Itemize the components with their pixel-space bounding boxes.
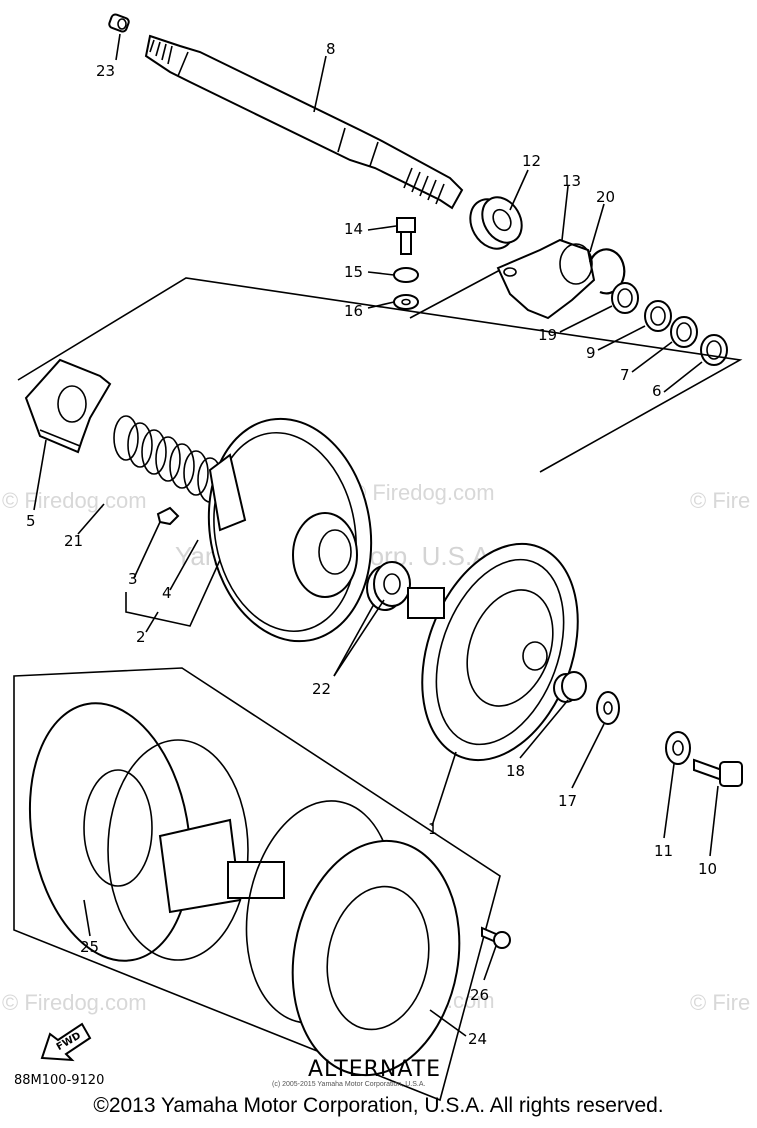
callout-15: 15 [344, 263, 363, 281]
callout-16: 16 [344, 302, 363, 320]
part-19-washer [611, 282, 639, 314]
callout-19: 19 [538, 326, 557, 344]
callout-3: 3 [128, 570, 138, 588]
callout-26: 26 [470, 986, 489, 1004]
callout-10: 10 [698, 860, 717, 878]
callout-21: 21 [64, 532, 83, 550]
alternate-label: ALTERNATE [308, 1057, 441, 1082]
part-8-shaft [144, 34, 464, 210]
part-3-slider [156, 506, 180, 526]
alternate-box-outline [13, 667, 501, 1102]
watermark-firedog-bottom-right: © Fire [690, 990, 750, 1015]
part-20-circlip [588, 248, 626, 295]
callout-20: 20 [596, 188, 615, 206]
callout-7: 7 [620, 366, 630, 384]
watermark-firedog-bottom-left: © Firedog.com [2, 990, 147, 1015]
callout-2: 2 [136, 628, 146, 646]
callout-22: 22 [312, 680, 331, 698]
watermark-firedog-left: © Firedog.com [2, 488, 147, 513]
part-13-bracket [496, 238, 596, 320]
part-24-sheave [245, 800, 461, 1077]
footer-copyright: ©2013 Yamaha Motor Corporation, U.S.A. A… [93, 1094, 664, 1117]
part-17-washer [596, 691, 620, 725]
part-16-washer [393, 294, 419, 310]
part-12-bearing [469, 196, 523, 250]
callout-6: 6 [652, 382, 662, 400]
callout-numbers: 23 8 12 13 20 14 15 16 19 9 7 6 5 21 3 4… [26, 40, 717, 1048]
part-15-lock-washer [393, 267, 419, 283]
part-22-spacers [366, 561, 411, 611]
part-7-washer [670, 316, 698, 348]
part-9-washer [644, 300, 672, 332]
part-21-spring [113, 415, 223, 503]
part-5-cam [24, 358, 112, 454]
part-2-sheave [207, 417, 373, 643]
watermark-firedog-center: © Firedog.com [350, 480, 495, 505]
part-10-bolt [693, 758, 743, 787]
callout-1: 1 [428, 820, 438, 838]
callout-9: 9 [586, 344, 596, 362]
fwd-arrow: FWD [40, 1022, 92, 1062]
part-25-sheave [28, 702, 249, 962]
part-23-nut [108, 13, 130, 33]
callout-25: 25 [80, 938, 99, 956]
callout-12: 12 [522, 152, 541, 170]
leader-lines [33, 33, 719, 1037]
alternate-hub [158, 818, 285, 914]
callout-4: 4 [162, 584, 172, 602]
callout-24: 24 [468, 1030, 487, 1048]
diagram-code: 88M100-9120 [14, 1073, 104, 1088]
callout-17: 17 [558, 792, 577, 810]
part-26-bolt [481, 926, 511, 949]
part-14-bolt [396, 217, 416, 255]
callout-5: 5 [26, 512, 36, 530]
callout-18: 18 [506, 762, 525, 780]
callout-11: 11 [654, 842, 673, 860]
part-6-washer [700, 334, 728, 366]
callout-14: 14 [344, 220, 363, 238]
part-11-washer [665, 731, 691, 765]
part-18-collar [553, 671, 587, 703]
callout-13: 13 [562, 172, 581, 190]
callout-23: 23 [96, 62, 115, 80]
part-1-fixed-sheave [407, 542, 579, 762]
callout-8: 8 [326, 40, 336, 58]
assembly-bracket-line-upper [17, 277, 743, 473]
watermark-firedog-right: © Fire [690, 488, 750, 513]
small-copyright: (c) 2005-2015 Yamaha Motor Corporation, … [272, 1081, 425, 1088]
